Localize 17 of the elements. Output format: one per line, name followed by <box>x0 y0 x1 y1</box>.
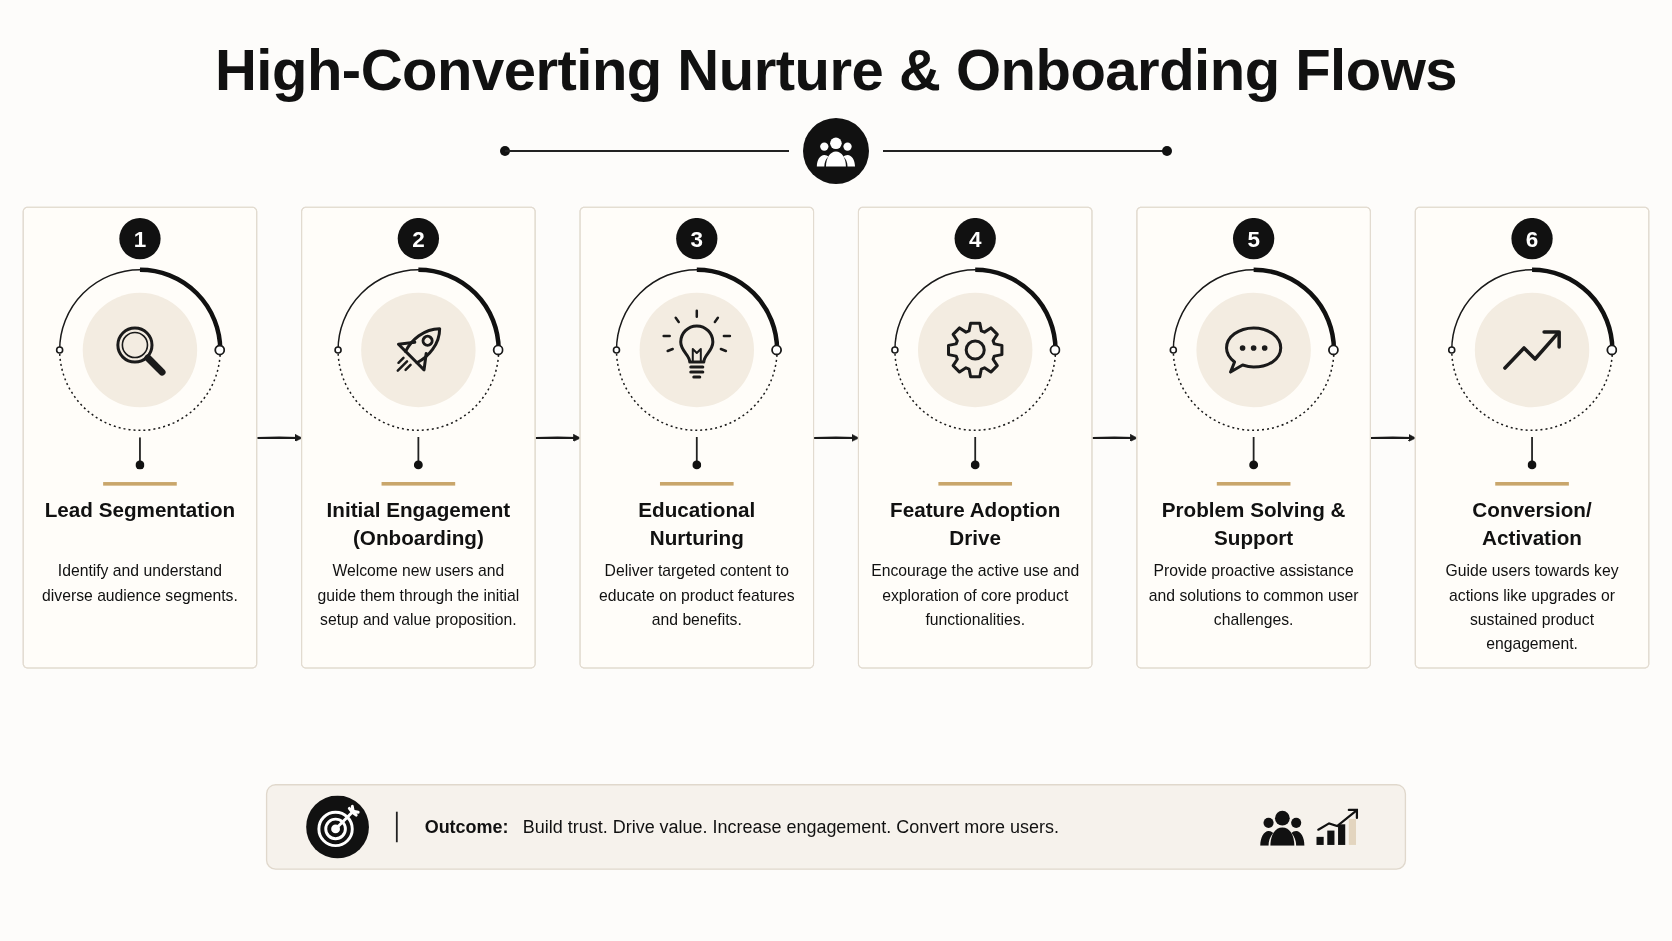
step-description: Identify and understand diverse audience segments. <box>41 561 239 607</box>
arrow <box>535 433 581 442</box>
node-box <box>265 784 1407 870</box>
outcome-label: Outcome: <box>424 816 509 839</box>
step-description: Provide proactive assistance and solutions to common user challenges. <box>1147 561 1360 631</box>
step-title: Initial Engagement (Onboarding) <box>325 497 512 552</box>
step-description: Deliver targeted content to educate on product features and benefits. <box>597 561 796 631</box>
step-title: Feature Adoption Drive <box>889 497 1062 552</box>
step-description: Encourage the active use and exploration of core product functionalities. <box>870 561 1081 631</box>
title: High-Converting Nurture & Onboarding Flows <box>214 36 1458 103</box>
step-title: Problem Solving & Support <box>1160 497 1347 552</box>
step-title: Educational Nurturing <box>637 497 757 552</box>
step-description: Welcome new users and guide them through the initial setup and value proposition. <box>316 561 521 631</box>
step-title: Lead Segmentation <box>43 497 237 524</box>
step-description: Guide users towards key actions like upgrades or sustained product engagement. <box>1444 561 1620 656</box>
outcome-text: Build trust. Drive value. Increase engagement. Convert more users. <box>522 816 1059 839</box>
step-title: Conversion/ Activation <box>1471 497 1593 552</box>
